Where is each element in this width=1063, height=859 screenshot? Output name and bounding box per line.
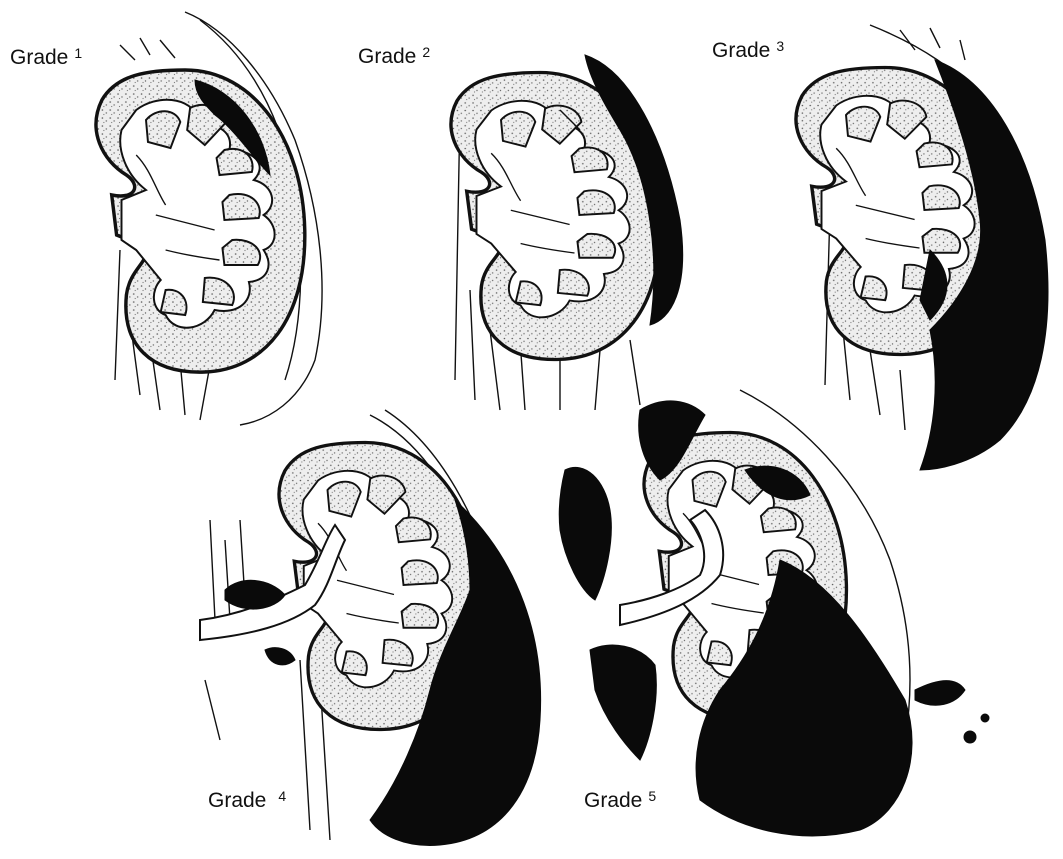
avulsion-hematoma-left: [559, 467, 611, 600]
extravasation-drops: [915, 681, 965, 706]
